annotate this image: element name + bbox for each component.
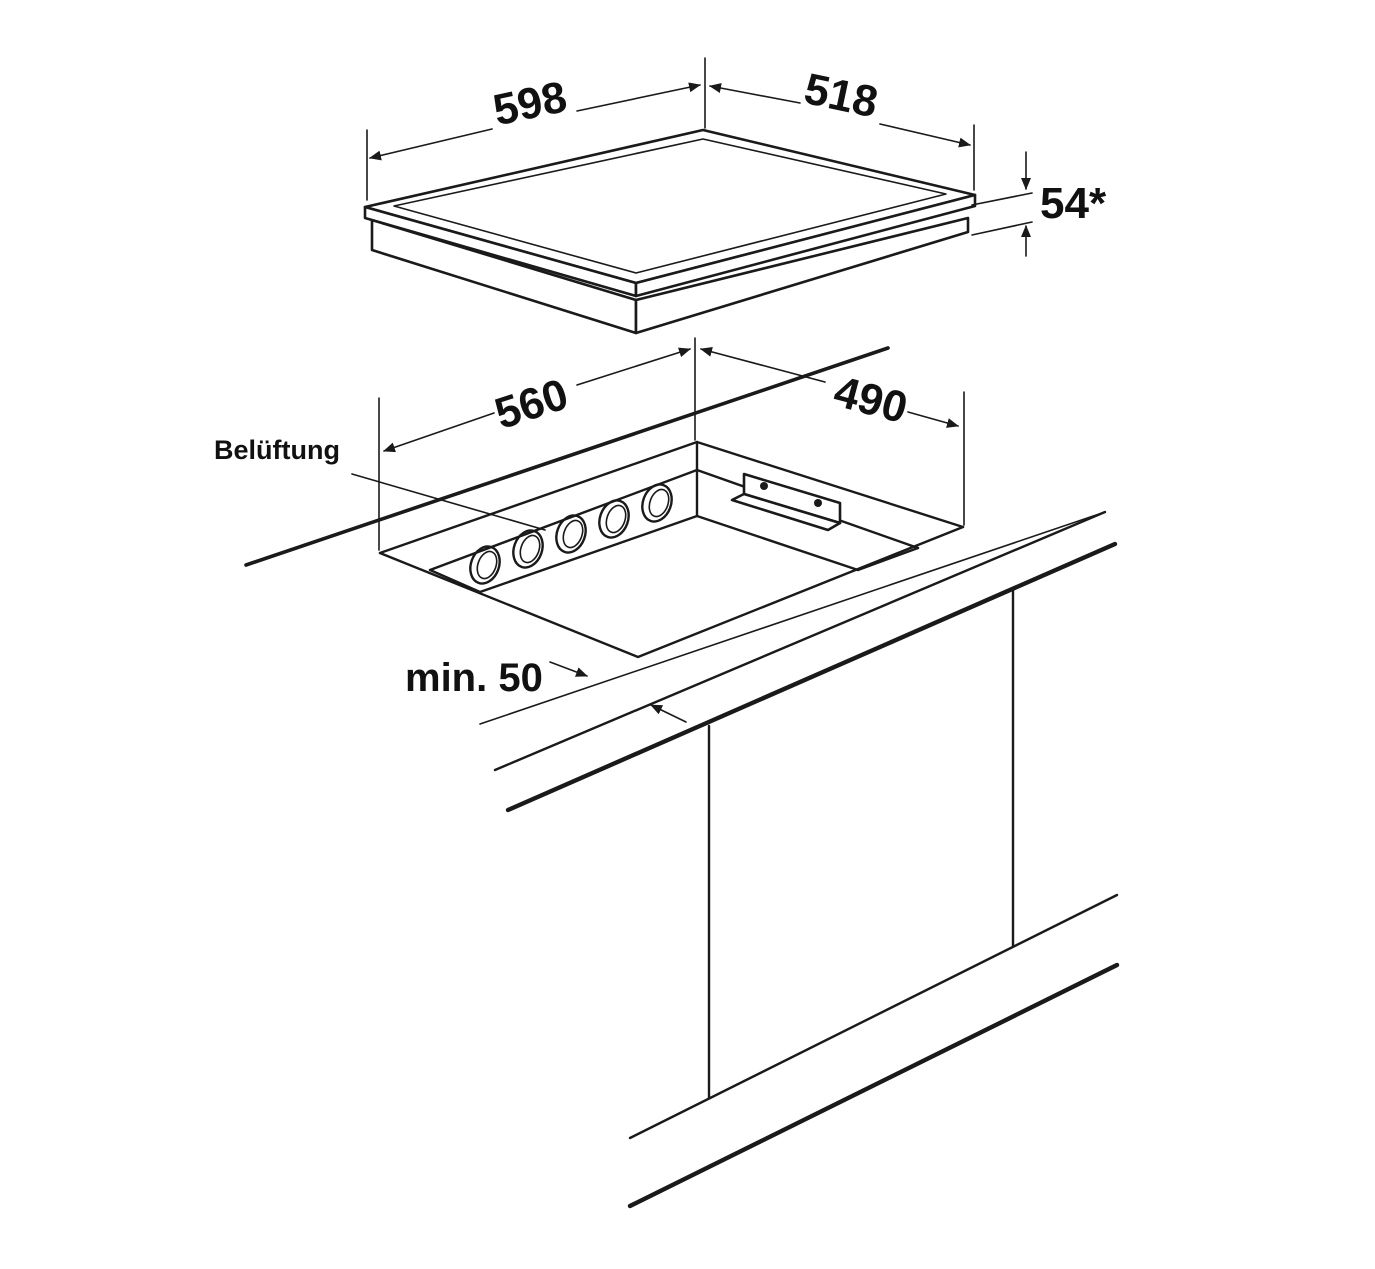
vent-hole-inner	[648, 488, 670, 518]
dim-arrow-598-left	[369, 128, 493, 161]
hob-glass-bevel	[393, 138, 947, 274]
mounting-bracket	[730, 472, 842, 532]
cutout-ledge-right	[856, 546, 920, 572]
hob	[363, 128, 977, 335]
dim-arrow-518-left	[709, 83, 801, 104]
bracket-screw-hole	[760, 482, 768, 490]
ventilation-leader-line	[351, 473, 546, 531]
min-distance-callout: min. 50	[405, 656, 687, 723]
vent-hole	[598, 499, 630, 539]
min-distance-arrow-left	[549, 661, 588, 677]
worktop-front-top-edge	[493, 510, 1107, 772]
dim-label-cutout-depth: 490	[829, 367, 913, 433]
hob-glass-edge-side	[634, 193, 977, 298]
worktop-front-bottom-edge	[505, 541, 1118, 813]
base-cabinet	[627, 587, 1120, 1209]
dim-arrow-490-left	[700, 346, 826, 383]
hob-dimensions: 598 518 54*	[366, 57, 1107, 257]
dim-arrow-598-right	[576, 82, 701, 112]
min-distance-arrow-right	[650, 704, 687, 723]
cabinet-plinth-top	[628, 893, 1119, 1140]
vent-hole	[512, 529, 544, 569]
hob-side-face	[634, 216, 970, 335]
vent-hole-inner	[605, 504, 627, 534]
dim-label-cutout-width: 560	[489, 370, 574, 439]
vent-hole	[469, 545, 501, 585]
worktop	[244, 346, 1118, 813]
dim-label-hob-height: 54*	[1040, 179, 1107, 228]
dim-arrow-560-right	[576, 347, 691, 386]
cutout-floor-left	[478, 514, 699, 594]
cutout-dimensions: 560 490	[378, 337, 965, 551]
bracket-flange	[730, 492, 842, 532]
dim-arrow-518-right	[879, 123, 971, 148]
cutout-floor-right	[695, 514, 860, 572]
ext-line-54-top	[971, 192, 1033, 206]
ext-line-54-bottom	[971, 221, 1033, 236]
bracket-screw-hole	[814, 499, 822, 507]
dim-label-hob-depth: 518	[800, 64, 882, 127]
vent-hole-inner	[562, 519, 584, 549]
worktop-mid-edge	[479, 511, 1106, 725]
cutout	[378, 440, 965, 659]
dim-arrow-490-right	[907, 411, 959, 428]
ventilation-label: Belüftung	[214, 435, 340, 465]
cutout-ledge-left	[428, 568, 482, 594]
vent-hole	[641, 483, 673, 523]
dim-label-hob-width: 598	[489, 72, 571, 135]
vent-hole	[555, 514, 587, 554]
min-distance-label: min. 50	[405, 656, 543, 700]
dim-arrow-560-left	[383, 412, 495, 453]
cutout-rim-front	[378, 525, 965, 659]
worktop-back-edge	[244, 346, 890, 567]
cabinet-plinth-bottom	[627, 962, 1120, 1209]
ventilation-callout: Belüftung	[214, 435, 546, 531]
vent-hole-inner	[476, 550, 498, 580]
ventilation-holes	[469, 483, 673, 585]
vent-hole-inner	[519, 534, 541, 564]
